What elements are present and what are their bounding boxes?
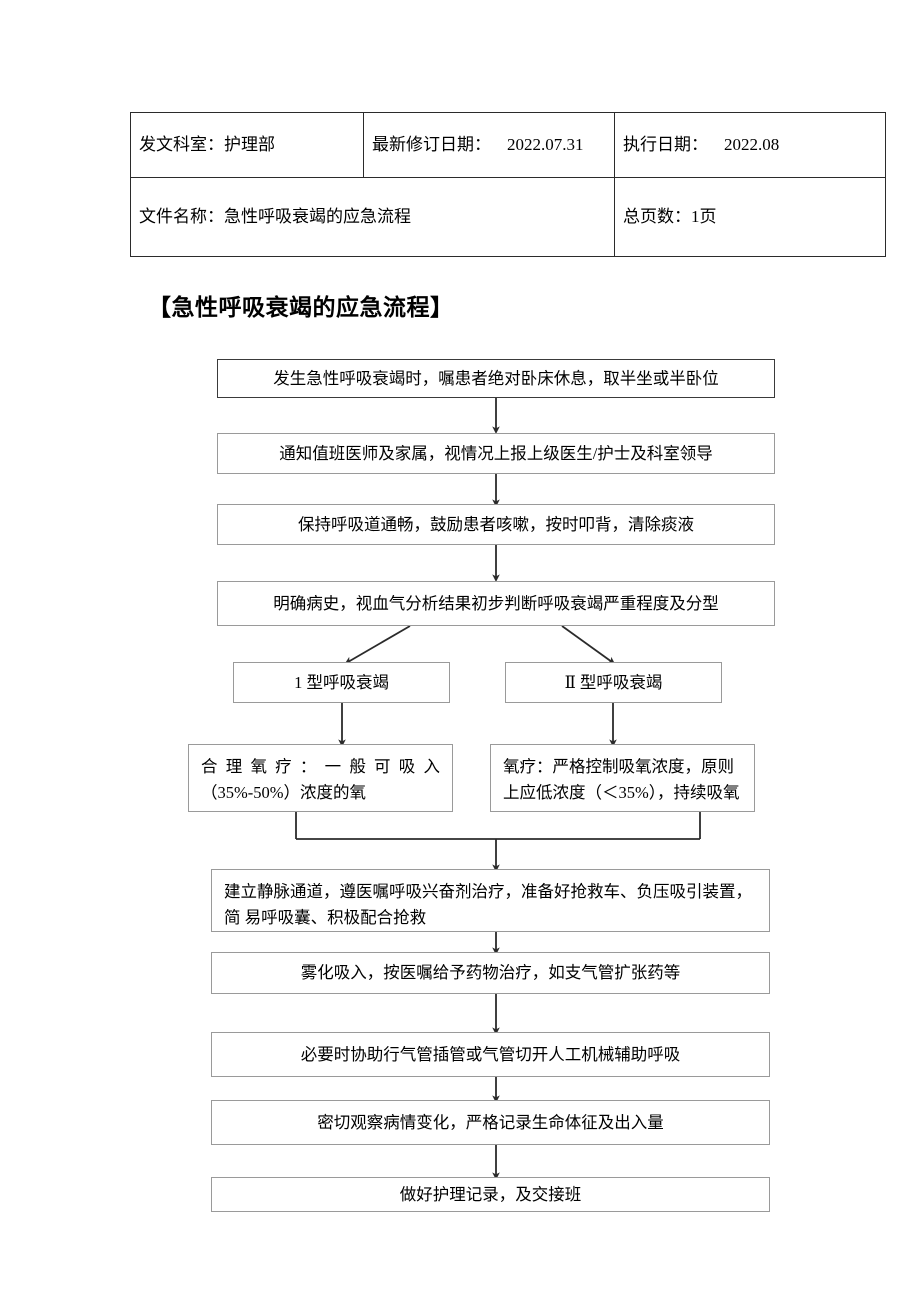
- cell-revision-date: 最新修订日期： 2022.07.31: [363, 112, 615, 178]
- flow-node-text: Ⅱ 型呼吸衰竭: [564, 672, 663, 692]
- flow-node-intubation-support: 必要时协助行气管插管或气管切开人工机械辅助呼吸: [211, 1032, 770, 1077]
- flow-node-airway-clearance: 保持呼吸道通畅，鼓励患者咳嗽，按时叩背，清除痰液: [217, 504, 775, 545]
- flow-node-text: 1 型呼吸衰竭: [294, 672, 389, 692]
- flow-node-monitor-vitals: 密切观察病情变化，严格记录生命体征及出入量: [211, 1100, 770, 1145]
- flow-node-text-line-2: 上应低浓度（＜35%），持续吸氧: [503, 782, 740, 802]
- flow-node-text: 保持呼吸道通畅，鼓励患者咳嗽，按时叩背，清除痰液: [298, 514, 694, 534]
- flow-node-type-1-respiratory-failure: 1 型呼吸衰竭: [233, 662, 450, 703]
- table-row: 文件名称：急性呼吸衰竭的应急流程 总页数：1页: [130, 177, 886, 257]
- flow-node-text-line-1: 合理氧疗：一般可吸入: [201, 757, 440, 776]
- flow-node-text: 做好护理记录，及交接班: [399, 1184, 582, 1204]
- cell-effective-date: 执行日期： 2022.08: [614, 112, 886, 178]
- revision-date-value: 2022.07.31: [507, 135, 584, 155]
- flow-node-text: 明确病史，视血气分析结果初步判断呼吸衰竭严重程度及分型: [273, 593, 719, 613]
- cell-page-count: 总页数：1页: [614, 177, 886, 257]
- flow-node-bed-rest: 发生急性呼吸衰竭时，嘱患者绝对卧床休息，取半坐或半卧位: [217, 359, 775, 398]
- flow-node-text-line-2: （35%-50%）浓度的氧: [201, 782, 366, 802]
- file-name-value: 急性呼吸衰竭的应急流程: [224, 207, 411, 227]
- flow-node-nebulization: 雾化吸入，按医嘱给予药物治疗，如支气管扩张药等: [211, 952, 770, 994]
- flow-node-text: 通知值班医师及家属，视情况上报上级医生/护士及科室领导: [279, 443, 713, 463]
- flow-node-text-line-1: 氧疗：严格控制吸氧浓度，原则: [503, 757, 734, 776]
- table-row: 发文科室：护理部 最新修订日期： 2022.07.31 执行日期： 2022.08: [130, 112, 886, 178]
- flow-node-nursing-record-handover: 做好护理记录，及交接班: [211, 1177, 770, 1212]
- flow-node-text: 雾化吸入，按医嘱给予药物治疗，如支气管扩张药等: [300, 963, 681, 983]
- flow-node-text-line-2: 易呼吸囊、积极配合抢救: [244, 907, 427, 927]
- page-title: 【急性呼吸衰竭的应急流程】: [148, 295, 454, 321]
- file-name-label: 文件名称：: [139, 207, 224, 227]
- effective-date-label: 执行日期：: [623, 135, 708, 155]
- flow-node-type-2-respiratory-failure: Ⅱ 型呼吸衰竭: [505, 662, 722, 703]
- document-header-table: 发文科室：护理部 最新修订日期：2022.07.31 执行日期：2022.08 …: [130, 112, 886, 257]
- flow-node-assess-blood-gas: 明确病史，视血气分析结果初步判断呼吸衰竭严重程度及分型: [217, 581, 775, 626]
- flow-node-oxygen-therapy-type-2: 氧疗：严格控制吸氧浓度，原则 上应低浓度（＜35%），持续吸氧: [490, 744, 755, 812]
- cell-file-name: 文件名称：急性呼吸衰竭的应急流程: [130, 177, 615, 257]
- flow-node-text: 必要时协助行气管插管或气管切开人工机械辅助呼吸: [300, 1044, 681, 1064]
- flow-node-iv-access-and-rescue-prep: 建立静脉通道，遵医嘱呼吸兴奋剂治疗，准备好抢救车、负压吸引装置，简 易呼吸囊、积…: [211, 869, 770, 932]
- issuing-department-label: 发文科室：: [139, 135, 224, 155]
- revision-date-label: 最新修订日期：: [372, 135, 491, 155]
- page-count-label: 总页数：: [623, 207, 691, 227]
- effective-date-value: 2022.08: [724, 135, 780, 155]
- flow-node-text: 密切观察病情变化，严格记录生命体征及出入量: [317, 1112, 664, 1132]
- flow-node-text: 发生急性呼吸衰竭时，嘱患者绝对卧床休息，取半坐或半卧位: [273, 368, 719, 388]
- page-count-value: 1页: [691, 207, 717, 227]
- flow-node-text-line-1: 建立静脉通道，遵医嘱呼吸兴奋剂治疗，准备好抢救车、负压吸引装置，简: [224, 882, 752, 927]
- flow-node-oxygen-therapy-type-1: 合理氧疗：一般可吸入 （35%-50%）浓度的氧: [188, 744, 453, 812]
- issuing-department-value: 护理部: [224, 135, 275, 155]
- flow-node-notify-physician: 通知值班医师及家属，视情况上报上级医生/护士及科室领导: [217, 433, 775, 474]
- cell-issuing-department: 发文科室：护理部: [130, 112, 364, 178]
